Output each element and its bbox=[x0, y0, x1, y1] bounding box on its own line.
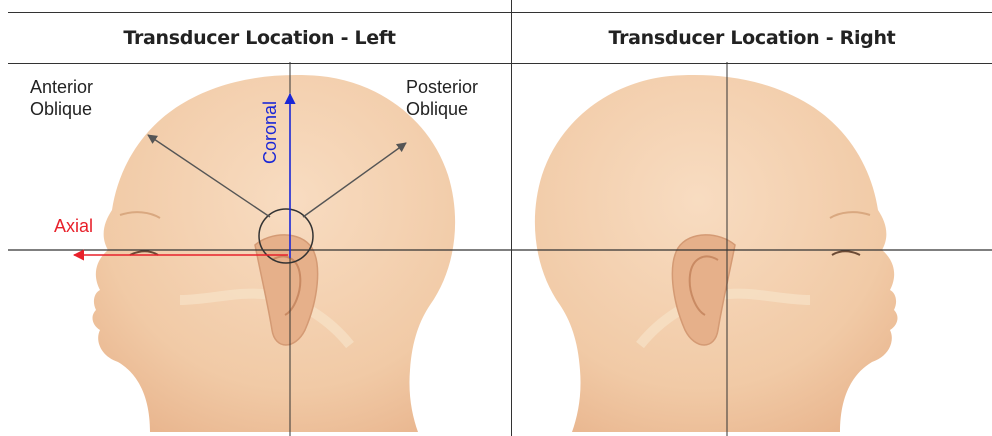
diagram-canvas bbox=[0, 62, 992, 436]
panel-divider bbox=[511, 0, 512, 436]
anterior-oblique-label: Anterior Oblique bbox=[30, 76, 93, 120]
anterior-label-line2: Oblique bbox=[30, 98, 93, 120]
right-head-illustration bbox=[535, 75, 898, 432]
right-panel-title: Transducer Location - Right bbox=[512, 13, 992, 63]
header-row: Transducer Location - Left Transducer Lo… bbox=[8, 12, 992, 64]
posterior-label-line2: Oblique bbox=[406, 98, 478, 120]
coronal-label: Coronal bbox=[258, 84, 282, 164]
posterior-oblique-label: Posterior Oblique bbox=[406, 76, 478, 120]
posterior-label-line1: Posterior bbox=[406, 76, 478, 98]
anterior-label-line1: Anterior bbox=[30, 76, 93, 98]
left-panel-title: Transducer Location - Left bbox=[8, 13, 511, 63]
axial-label: Axial bbox=[54, 215, 93, 237]
